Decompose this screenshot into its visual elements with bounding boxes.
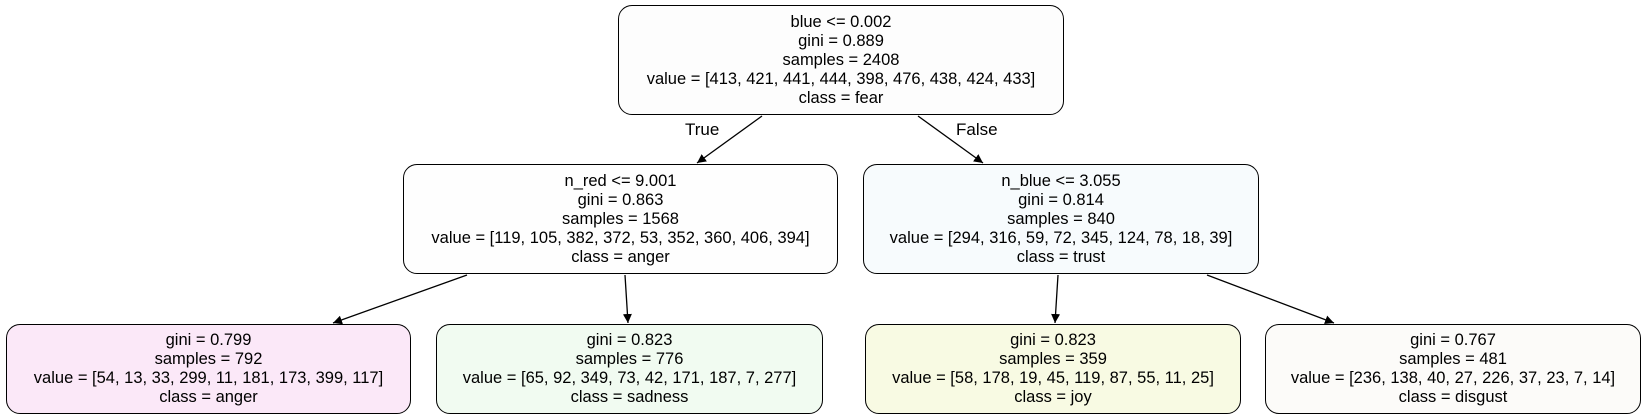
edge-label-true: True: [685, 120, 720, 139]
node-samples: samples = 2408: [782, 50, 900, 69]
node-gini: gini = 0.823: [1010, 331, 1096, 349]
node-value: value = [54, 13, 33, 299, 11, 181, 173, …: [33, 369, 384, 387]
node-samples: samples = 359: [999, 350, 1107, 368]
node-gini: gini = 0.863: [577, 190, 664, 209]
edge-right-leaf4: [1206, 274, 1335, 325]
edge-root-left: [696, 115, 763, 164]
node-class: class = trust: [1016, 247, 1106, 266]
node-class: class = fear: [798, 88, 884, 107]
node-class: class = anger: [159, 388, 258, 406]
node-value: value = [58, 178, 19, 45, 119, 87, 55, 1…: [892, 369, 1214, 387]
edge-root-right: [917, 115, 984, 164]
node-value: value = [294, 316, 59, 72, 345, 124, 78,…: [889, 228, 1233, 247]
tree-node-right: n_blue <= 3.055 gini = 0.814 samples = 8…: [863, 164, 1259, 274]
node-class: class = joy: [1014, 388, 1092, 406]
node-split: blue <= 0.002: [790, 12, 892, 31]
node-class: class = disgust: [1398, 388, 1508, 406]
node-class: class = sadness: [570, 388, 689, 406]
node-gini: gini = 0.814: [1018, 190, 1104, 209]
tree-leaf-3: gini = 0.823 samples = 359 value = [58, …: [865, 324, 1241, 414]
node-split: n_blue <= 3.055: [1001, 171, 1121, 190]
tree-node-root: blue <= 0.002 gini = 0.889 samples = 240…: [618, 5, 1064, 115]
node-samples: samples = 1568: [562, 209, 679, 228]
node-value: value = [65, 92, 349, 73, 42, 171, 187, …: [462, 369, 797, 387]
node-split: n_red <= 9.001: [564, 171, 677, 190]
tree-leaf-2: gini = 0.823 samples = 776 value = [65, …: [436, 324, 823, 414]
node-samples: samples = 481: [1399, 350, 1507, 368]
edge-left-leaf1: [332, 274, 468, 325]
node-gini: gini = 0.767: [1410, 331, 1496, 349]
node-samples: samples = 776: [575, 350, 684, 368]
node-value: value = [236, 138, 40, 27, 226, 37, 23, …: [1290, 369, 1616, 387]
tree-leaf-1: gini = 0.799 samples = 792 value = [54, …: [6, 324, 411, 414]
node-class: class = anger: [571, 247, 670, 266]
node-gini: gini = 0.823: [586, 331, 673, 349]
tree-leaf-4: gini = 0.767 samples = 481 value = [236,…: [1265, 324, 1641, 414]
tree-node-left: n_red <= 9.001 gini = 0.863 samples = 15…: [403, 164, 838, 274]
node-value: value = [119, 105, 382, 372, 53, 352, 36…: [431, 228, 810, 247]
node-gini: gini = 0.889: [798, 31, 884, 50]
edge-label-false: False: [956, 120, 998, 139]
node-samples: samples = 840: [1007, 209, 1115, 228]
edge-right-leaf3: [1051, 274, 1061, 324]
node-gini: gini = 0.799: [165, 331, 252, 349]
node-samples: samples = 792: [154, 350, 263, 368]
edge-left-leaf2: [622, 274, 632, 324]
node-value: value = [413, 421, 441, 444, 398, 476, 4…: [646, 69, 1036, 88]
